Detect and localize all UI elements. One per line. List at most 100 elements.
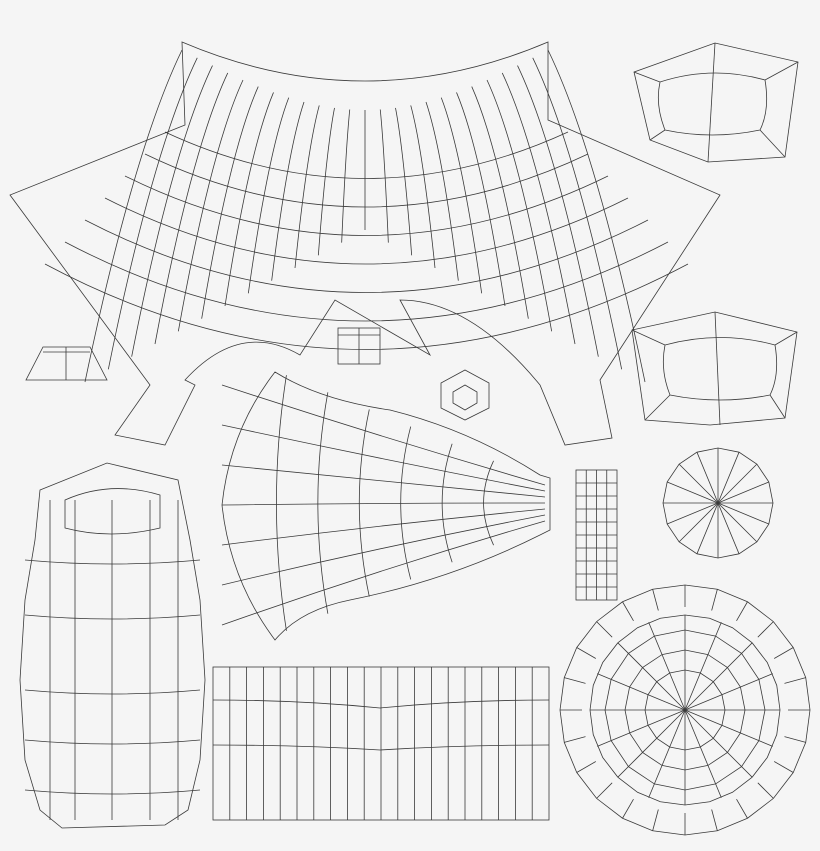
wire-edge: [717, 502, 740, 554]
wire-edge: [224, 92, 274, 307]
wire-edge: [201, 86, 259, 319]
small-trapezoid: [25, 346, 108, 381]
wire-edge: [667, 502, 719, 525]
wire-edge: [774, 761, 794, 773]
wire-edge: [247, 97, 290, 294]
wire-edge: [164, 131, 569, 179]
wire-edge: [24, 789, 201, 795]
wire-edge: [410, 105, 436, 269]
wire-edge: [131, 65, 213, 357]
wire-edge: [736, 799, 748, 819]
cone-island: [221, 371, 551, 641]
wire-edge: [341, 109, 351, 243]
wire-edge: [317, 392, 329, 614]
spoked-circle: [662, 447, 774, 559]
wire-edge: [547, 49, 646, 383]
wire-edge: [221, 514, 546, 586]
collar-island: [9, 41, 721, 446]
wire-edge: [212, 699, 550, 709]
wire-edge: [667, 481, 719, 504]
wire-edge: [622, 601, 634, 621]
wire-edge: [596, 782, 613, 799]
wire-edge: [711, 589, 718, 611]
wire-edge: [617, 709, 686, 778]
wire-edge: [597, 673, 686, 711]
wire-edge: [24, 559, 201, 565]
wire-edge: [784, 736, 806, 743]
wire-edge: [684, 622, 722, 711]
wire-edge: [684, 709, 753, 778]
wire-edge: [532, 57, 623, 370]
wire-edge: [107, 57, 198, 370]
rect-grid-island: [212, 666, 550, 821]
body-island: [19, 462, 206, 829]
ring-circle: [559, 584, 811, 836]
wire-edge: [648, 709, 686, 798]
wire-edge: [221, 520, 546, 626]
wire-edge: [662, 447, 774, 559]
wire-edge: [154, 72, 229, 345]
wire-edge: [64, 241, 669, 322]
wire-edge: [84, 219, 649, 293]
wire-edge: [717, 481, 769, 504]
wire-edge: [596, 621, 613, 638]
wire-edge: [696, 452, 719, 504]
wire-edge: [294, 105, 320, 269]
wire-edge: [124, 175, 609, 236]
wire-edge: [711, 809, 718, 831]
wire-edge: [678, 463, 719, 504]
small-box: [337, 327, 381, 365]
wire-edge: [774, 647, 794, 659]
wire-edge: [684, 642, 753, 711]
wire-edge: [717, 463, 758, 504]
wire-edge: [576, 647, 596, 659]
narrow-grid-island: [575, 469, 618, 601]
wire-edge: [517, 65, 599, 357]
wire-edge: [221, 464, 546, 498]
wire-edge: [597, 709, 686, 747]
wire-edge: [24, 689, 201, 695]
wire-edge: [717, 452, 740, 504]
wire-edge: [221, 502, 546, 506]
wire-edge: [652, 809, 659, 831]
wire-edge: [144, 153, 589, 208]
wire-edge: [276, 375, 287, 631]
wire-edge: [221, 384, 546, 486]
wire-edge: [317, 107, 335, 256]
wire-edge: [648, 622, 686, 711]
wire-edge: [425, 101, 459, 281]
wire-edge: [104, 197, 629, 265]
wire-edge: [684, 673, 773, 711]
wire-edge: [501, 72, 576, 345]
wire-edge: [622, 799, 634, 819]
wire-edge: [757, 782, 774, 799]
wire-edge: [358, 409, 370, 597]
wire-edge: [84, 49, 183, 383]
wire-edge: [717, 502, 769, 525]
wire-edge: [24, 739, 201, 745]
small-hexagon: [440, 369, 490, 421]
hex-panel-top: [633, 42, 799, 163]
wire-edge: [271, 101, 305, 281]
wire-edge: [212, 744, 550, 751]
wire-edge: [471, 86, 529, 319]
wire-edge: [221, 508, 546, 546]
wire-edge: [696, 502, 719, 554]
wire-edge: [486, 79, 553, 332]
wire-edge: [44, 263, 689, 350]
wire-edge: [617, 642, 686, 711]
wire-edge: [24, 614, 201, 620]
wire-edge: [784, 677, 806, 684]
wire-edge: [684, 709, 722, 798]
wire-edge: [564, 736, 586, 743]
wire-edge: [652, 589, 659, 611]
wire-edge: [684, 709, 773, 747]
wire-edge: [177, 79, 244, 332]
wire-edge: [576, 761, 596, 773]
wire-edge: [440, 97, 483, 294]
wire-edge: [757, 621, 774, 638]
wire-edge: [456, 92, 506, 307]
wire-edge: [379, 109, 389, 243]
